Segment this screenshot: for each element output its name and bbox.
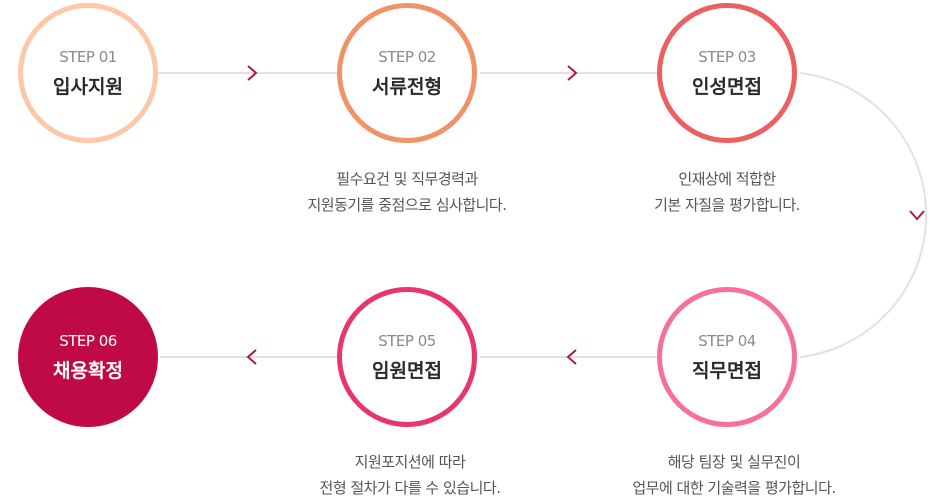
step-02-description: 필수요건 및 직무경력과 지원동기를 중점으로 심사합니다. — [267, 166, 547, 218]
step-04-circle: STEP 04 직무면접 — [657, 287, 797, 427]
step-02-description-line-2: 지원동기를 중점으로 심사합니다. — [307, 196, 507, 214]
chevron-right-icon — [562, 63, 582, 83]
step-03-title: 인성면접 — [692, 75, 762, 98]
chevron-right-icon — [242, 63, 262, 83]
step-04-number: STEP 04 — [698, 331, 756, 350]
step-02-number: STEP 02 — [378, 47, 436, 66]
step-04-description: 해당 팀장 및 실무진이 업무에 대한 기술력을 평가합니다. — [594, 449, 874, 501]
step-05-description: 지원포지션에 따라 전형 절차가 다를 수 있습니다. — [270, 449, 550, 501]
step-04-title: 직무면접 — [692, 359, 762, 382]
step-04-description-line-2: 업무에 대한 기술력을 평가합니다. — [632, 479, 836, 497]
step-02-title: 서류전형 — [372, 75, 442, 98]
step-05-description-line-1: 지원포지션에 따라 — [354, 453, 466, 471]
step-03-number: STEP 03 — [698, 47, 756, 66]
step-01-number: STEP 01 — [59, 47, 117, 66]
step-02-description-line-1: 필수요건 및 직무경력과 — [336, 170, 478, 188]
step-05-number: STEP 05 — [378, 331, 436, 350]
step-05-circle: STEP 05 임원면접 — [337, 287, 477, 427]
step-05-description-line-2: 전형 절차가 다를 수 있습니다. — [319, 479, 501, 497]
step-06-circle: STEP 06 채용확정 — [18, 287, 158, 427]
step-03-description-line-2: 기본 자질을 평가합니다. — [654, 196, 800, 214]
step-06-title: 채용확정 — [53, 359, 123, 382]
connector-curve-3-4 — [799, 72, 928, 358]
chevron-left-icon — [242, 347, 262, 367]
step-03-circle: STEP 03 인성면접 — [657, 3, 797, 143]
step-06-number: STEP 06 — [59, 331, 117, 350]
step-02-circle: STEP 02 서류전형 — [337, 3, 477, 143]
step-03-description-line-1: 인재상에 적합한 — [678, 170, 776, 188]
chevron-left-icon — [562, 347, 582, 367]
step-05-title: 임원면접 — [372, 359, 442, 382]
step-04-description-line-1: 해당 팀장 및 실무진이 — [667, 453, 801, 471]
chevron-down-icon — [907, 205, 927, 225]
step-01-circle: STEP 01 입사지원 — [18, 3, 158, 143]
step-03-description: 인재상에 적합한 기본 자질을 평가합니다. — [587, 166, 867, 218]
step-01-title: 입사지원 — [53, 75, 123, 98]
